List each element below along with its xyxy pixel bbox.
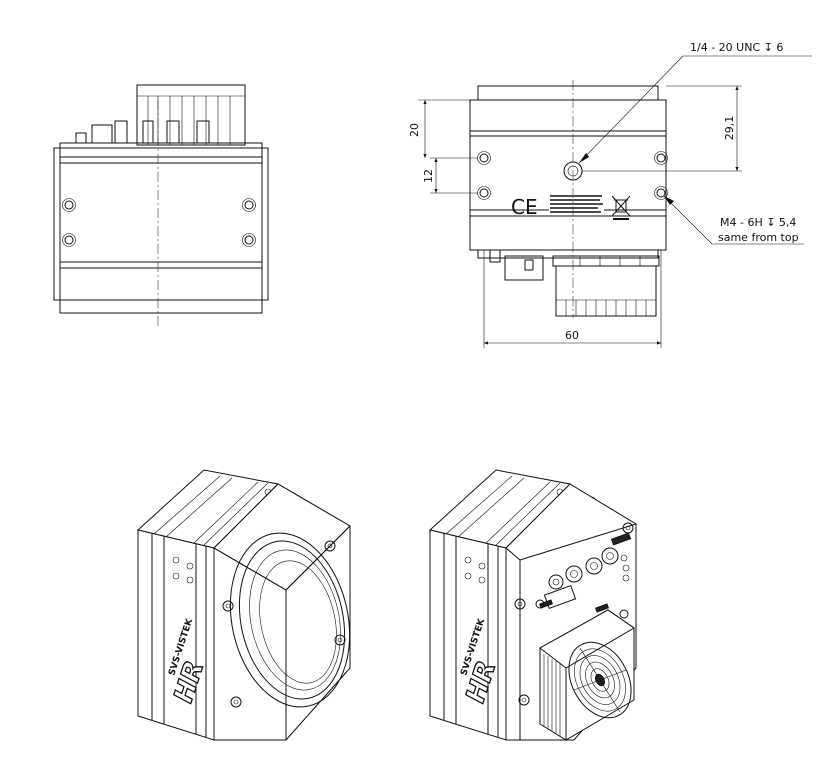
svg-text:20: 20 [408,123,421,137]
m4-leader: M4 - 6H ↧ 5,4 same from top [663,195,804,245]
side-connectors [75,120,210,144]
dimension-12: 12 [422,158,478,194]
ce-mark: CE [511,195,538,219]
weee-bin-icon [611,195,631,220]
side-screw-holes [62,198,256,247]
product-label [549,193,604,215]
heatsink-fins [543,654,561,736]
iso-back-connectors [535,532,632,619]
thread-leader: 1/4 - 20 UNC ↧ 6 [578,41,812,164]
back-bottom-connectors [489,249,660,281]
back-screw-holes [477,151,668,200]
side-heatsink-outline [136,84,246,146]
dimension-29-1: 29,1 [582,85,742,172]
back-view: CE 20 12 [408,41,812,348]
thread-label: 1/4 - 20 UNC ↧ 6 [690,41,783,54]
svg-text:60: 60 [565,329,579,342]
back-body [469,99,667,251]
fan-icon [568,641,632,719]
side-heatsink-fins [147,96,231,145]
fan-heatsink [539,609,635,741]
svg-text:29,1: 29,1 [723,116,736,141]
m4-label: M4 - 6H ↧ 5,4 [720,216,796,229]
m4-sublabel: same from top [718,231,799,244]
iso-front-view: SVS-VISTEK HR [136,469,351,741]
side-view [53,84,269,328]
iso-back-corner-screws [514,522,634,706]
svg-text:12: 12 [422,169,435,183]
side-body [59,142,263,314]
iso-front-corner-screws [222,540,346,708]
lens-mount [229,532,351,708]
dimension-20: 20 [408,99,478,159]
dimension-60: 60 [483,250,662,348]
iso-back-view: SVS-VISTEK HR [428,469,637,741]
back-heatsink [555,256,657,317]
